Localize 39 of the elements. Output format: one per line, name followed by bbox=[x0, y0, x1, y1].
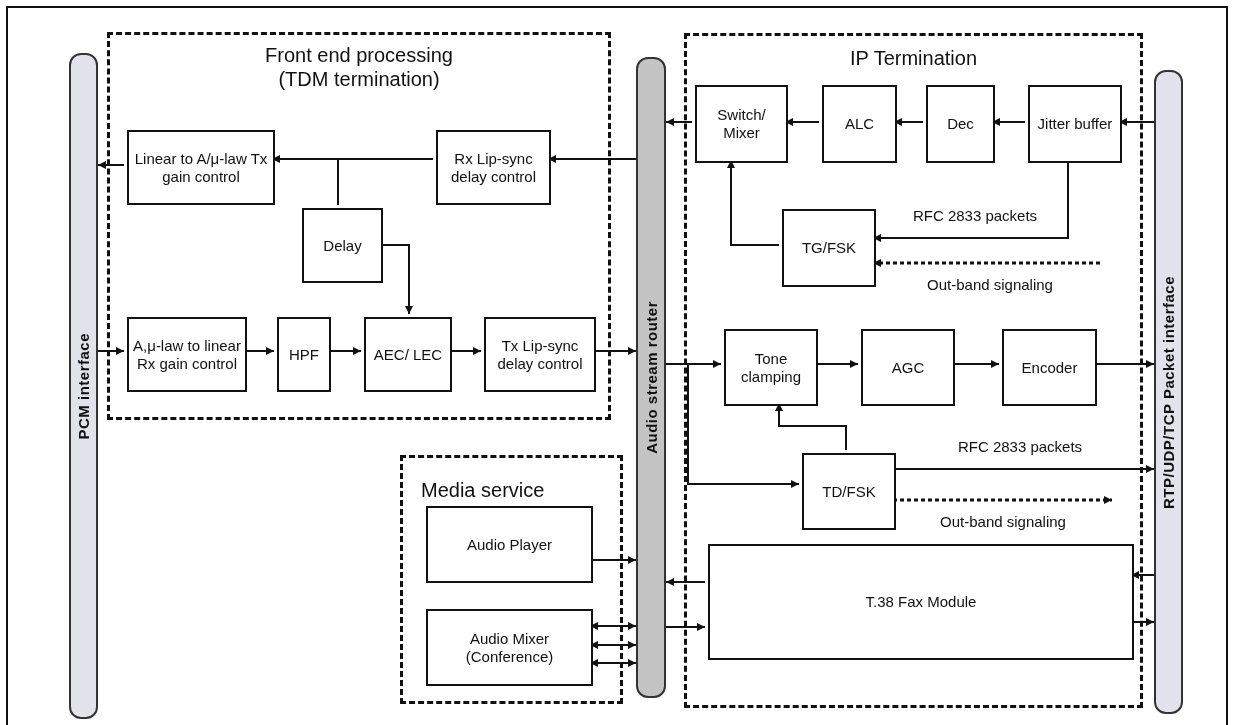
dashed-group-frame bbox=[400, 455, 623, 704]
process-box: Encoder bbox=[1002, 329, 1097, 406]
bar-label: PCM interface bbox=[75, 332, 92, 440]
group-title: Front end processing (TDM termination) bbox=[264, 43, 454, 91]
arrow bbox=[665, 623, 706, 631]
arrow bbox=[665, 578, 706, 586]
process-box: Jitter buffer bbox=[1028, 85, 1122, 163]
process-box: Dec bbox=[926, 85, 995, 163]
group-title: IP Termination bbox=[848, 46, 979, 70]
process-box: AGC bbox=[861, 329, 955, 406]
process-box: Audio Player bbox=[426, 506, 593, 583]
interface-bar bbox=[636, 57, 666, 698]
arrow bbox=[665, 118, 693, 126]
process-box: A,μ-law to linear Rx gain control bbox=[127, 317, 247, 392]
dashed-group-frame bbox=[107, 32, 611, 420]
process-box: T.38 Fax Module bbox=[708, 544, 1134, 660]
arrow bbox=[665, 363, 800, 488]
interface-bar bbox=[69, 53, 98, 719]
bar-label: RTP/UDP/TCP Packet interface bbox=[1160, 275, 1177, 509]
process-box: Tx Lip-sync delay control bbox=[484, 317, 596, 392]
edge-label: Out-band signaling bbox=[925, 276, 1055, 294]
edge-label: Out-band signaling bbox=[938, 513, 1068, 531]
process-box: Switch/ Mixer bbox=[695, 85, 788, 163]
arrow bbox=[97, 161, 125, 169]
process-box: Linear to A/μ-law Tx gain control bbox=[127, 130, 275, 205]
interface-bar bbox=[1154, 70, 1183, 714]
process-box: TG/FSK bbox=[782, 209, 876, 287]
process-box: HPF bbox=[277, 317, 331, 392]
process-box: ALC bbox=[822, 85, 897, 163]
process-box: Rx Lip-sync delay control bbox=[436, 130, 551, 205]
process-box: AEC/ LEC bbox=[364, 317, 452, 392]
bar-label: Audio stream router bbox=[642, 301, 660, 454]
process-box: TD/FSK bbox=[802, 453, 896, 530]
arrow bbox=[97, 347, 125, 355]
process-box: Delay bbox=[302, 208, 383, 283]
process-box: Audio Mixer (Conference) bbox=[426, 609, 593, 686]
dashed-group-frame bbox=[684, 33, 1143, 708]
group-title: Media service bbox=[421, 478, 545, 502]
process-box: Tone clamping bbox=[724, 329, 818, 406]
